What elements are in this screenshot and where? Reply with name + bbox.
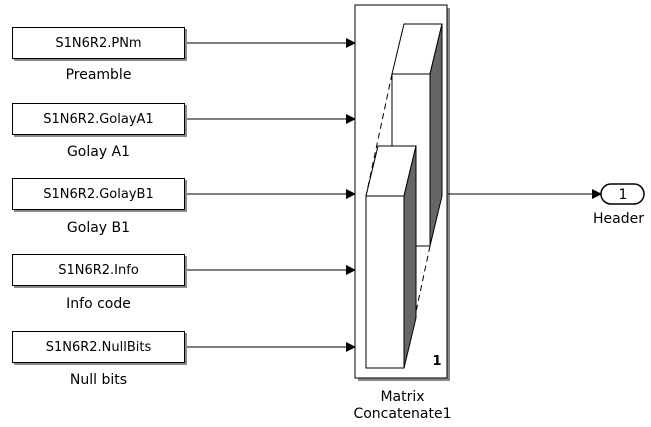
constant-label-preamble: Preamble xyxy=(65,67,132,83)
constant-block-preamble[interactable]: S1N6R2.PNm xyxy=(12,27,185,59)
constant-label-null-bits: Null bits xyxy=(69,372,128,388)
constant-value: S1N6R2.Info xyxy=(58,262,139,278)
constant-label-info: Info code xyxy=(66,296,131,312)
constant-value: S1N6R2.GolayB1 xyxy=(43,186,154,202)
concat-name-line2: Concatenate1 xyxy=(353,406,452,422)
concat-dimension-text: 1 xyxy=(432,354,441,369)
constant-value: S1N6R2.NullBits xyxy=(45,339,152,355)
constant-label-golay-a1: Golay A1 xyxy=(66,144,131,160)
matrix-concatenate-icon xyxy=(365,23,443,369)
constant-block-golay-b1[interactable]: S1N6R2.GolayB1 xyxy=(12,178,185,210)
concat-name-line1: Matrix xyxy=(380,389,425,405)
outport-header[interactable]: 1 xyxy=(600,183,645,205)
constant-block-golay-a1[interactable]: S1N6R2.GolayA1 xyxy=(12,103,185,135)
constant-value: S1N6R2.GolayA1 xyxy=(43,111,154,127)
outport-number: 1 xyxy=(619,187,628,203)
constant-block-info[interactable]: S1N6R2.Info xyxy=(12,254,185,286)
constant-block-null-bits[interactable]: S1N6R2.NullBits xyxy=(12,331,185,363)
constant-value: S1N6R2.PNm xyxy=(55,35,142,51)
outport-label: Header xyxy=(593,211,644,227)
constant-label-golay-b1: Golay B1 xyxy=(66,220,131,236)
concat-block-name: Matrix Concatenate1 xyxy=(330,389,475,423)
matrix-concatenate-block[interactable]: 1 xyxy=(354,4,450,381)
